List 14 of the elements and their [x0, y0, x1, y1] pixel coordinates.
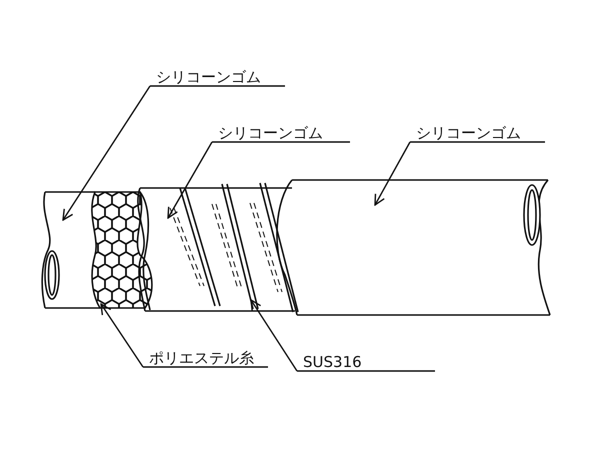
leader-line [62, 86, 151, 221]
middle-layer-drawing [137, 182, 299, 312]
leader-line [374, 142, 411, 206]
part-label: シリコーンゴム [150, 64, 285, 87]
leader-line [167, 142, 213, 219]
part-label: SUS316 [297, 348, 435, 372]
braid-drawing [91, 191, 153, 309]
part-label: ポリエステル糸 [143, 345, 268, 368]
part-label: シリコーンゴム [212, 120, 350, 143]
leader-line [100, 303, 144, 368]
part-label: シリコーンゴム [410, 120, 545, 143]
wire-coil-drawing [170, 182, 299, 312]
leader-line [250, 299, 298, 372]
outer-tube-drawing [276, 179, 551, 316]
